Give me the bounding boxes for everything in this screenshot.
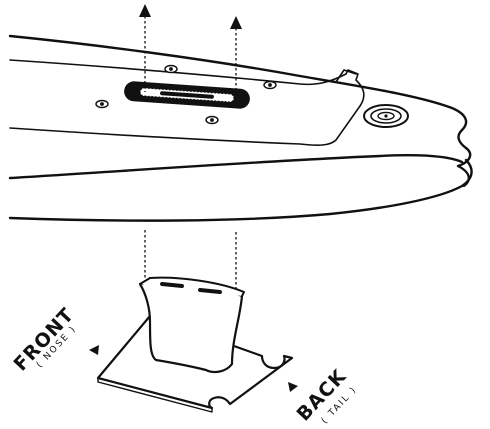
arrow-up-icon [139,4,151,17]
valve-plug [364,105,408,127]
screw-hole [206,117,218,124]
fin-box-slot [123,81,250,110]
board-rail-side [458,166,469,186]
fin [98,278,292,412]
board-rail-top [10,155,462,178]
screw-hole [264,82,276,89]
valve-center [384,114,387,117]
triangle-left-icon [89,345,99,355]
board-rail-bottom [10,160,472,221]
screw-hole [165,66,177,73]
triangle-right-icon [288,382,298,392]
screw-hole [96,101,108,108]
board [10,36,472,221]
arrow-up-icon [230,16,242,29]
fin-body [140,283,242,373]
